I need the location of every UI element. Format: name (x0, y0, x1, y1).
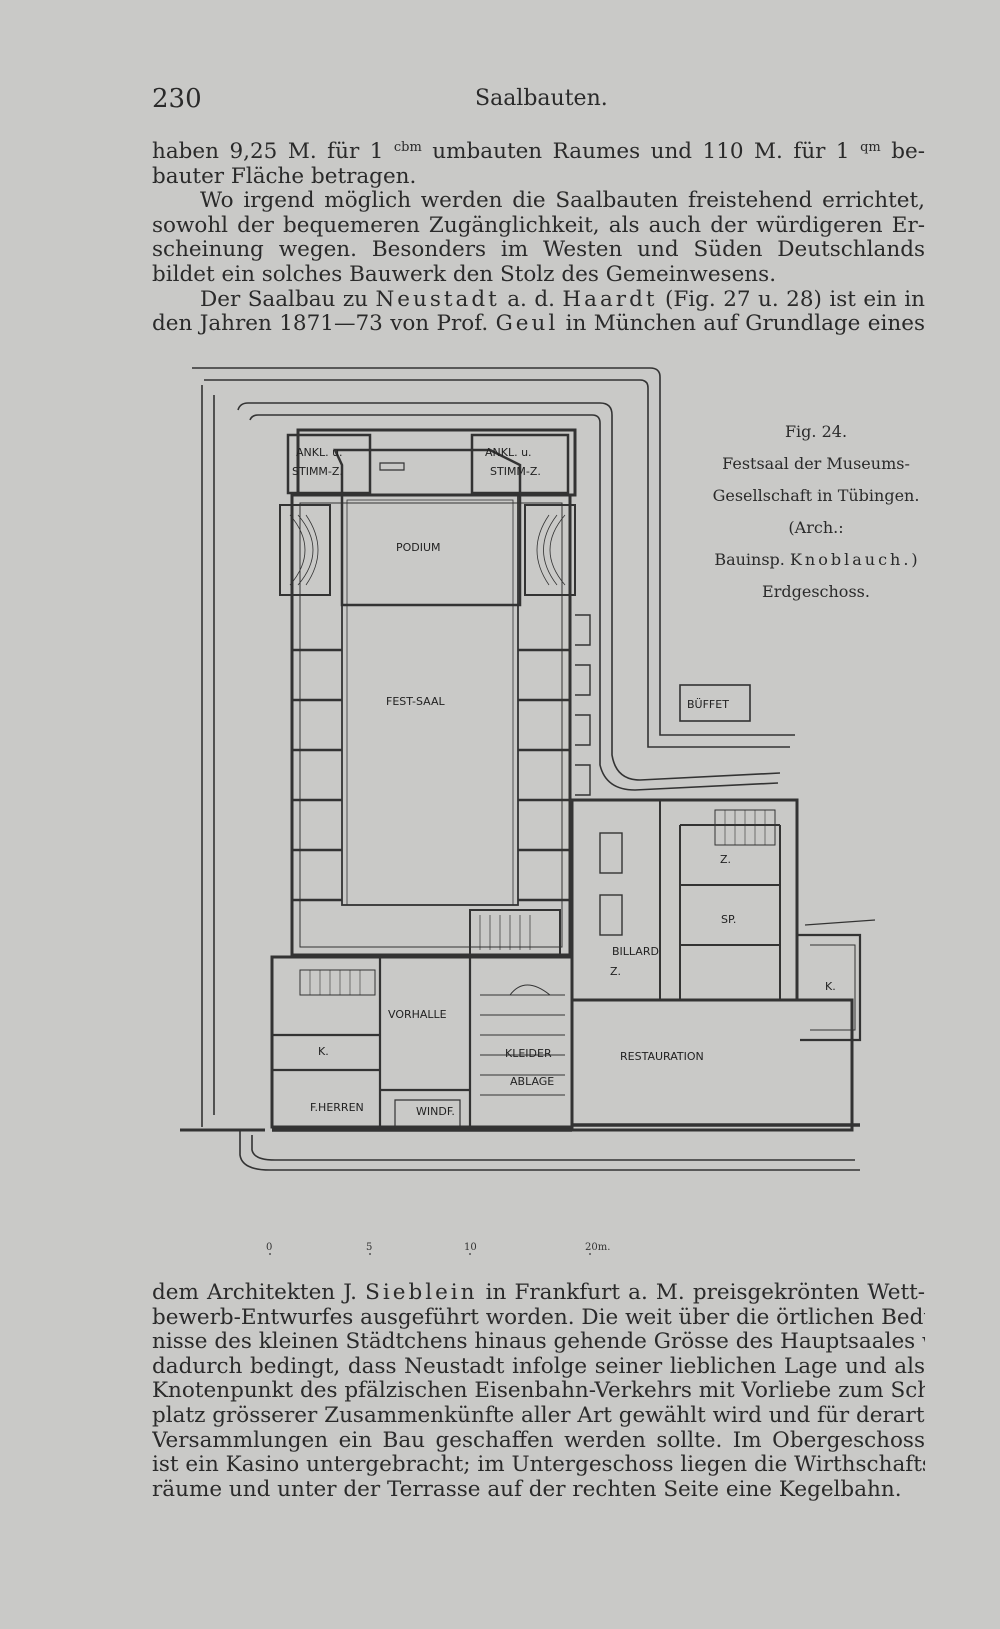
room-label: KLEIDER (505, 1047, 552, 1060)
scale-tick-label: 20m. (585, 1242, 610, 1253)
room-label: BILLARD (612, 945, 659, 958)
text-line: sowohl der bequemeren Zugänglichkeit, al… (152, 213, 925, 238)
room-label: Z. (610, 965, 621, 978)
caption-floor: Erdgeschoss. (762, 582, 870, 601)
figure-number: Fig. 24. (784, 422, 848, 441)
caption-arch-line: (Arch.: (788, 518, 844, 537)
floor-plan-figure: ANKL. u. STIMM-Z. ANKL. u. STIMM-Z. PODI… (180, 355, 900, 1255)
text-line: Der Saalbau zu Neustadt a. d. Haardt (Fi… (200, 287, 925, 312)
person-name: Sieblein (365, 1281, 478, 1305)
text-line: den Jahren 1871—73 von Prof. Geul in Mün… (152, 312, 925, 337)
text-line: bewerb-Entwurfes ausgeführt worden. Die … (152, 1305, 925, 1330)
figure-caption: Fig. 24. Festsaal der Museums- Gesellsch… (692, 416, 940, 608)
room-label: STIMM-Z. (490, 465, 541, 478)
scale-tick-label: 10 (464, 1242, 477, 1253)
caption-title-line: Festsaal der Museums- (722, 454, 910, 473)
bottom-paragraph: dem Architekten J. Sieblein in Frankfurt… (152, 1281, 925, 1502)
scale-bar (269, 1253, 591, 1255)
room-label: STIMM-Z. (292, 465, 343, 478)
architect-name: Knoblauch. (789, 550, 912, 569)
room-label: Z. (720, 853, 731, 866)
running-title: Saalbauten. (475, 86, 608, 111)
text-line: dem Architekten J. Sieblein in Frankfurt… (152, 1281, 925, 1305)
place-name: Neustadt (375, 287, 500, 312)
caption-title-line: Gesellschaft in Tübingen. (712, 486, 920, 505)
page-number: 230 (152, 84, 202, 114)
text-line: Wo irgend möglich werden die Saalbauten … (200, 189, 925, 214)
room-label: FEST-SAAL (386, 695, 445, 708)
unit-cbm: cbm (393, 140, 422, 155)
room-label: K. (825, 980, 836, 993)
top-paragraph: haben 9,25 M. für 1 cbm umbauten Raumes … (152, 140, 925, 337)
text-line: bildet ein solches Bauwerk den Stolz des… (152, 262, 777, 287)
person-name: Geul (495, 312, 559, 337)
room-label: K. (318, 1045, 329, 1058)
text-line: dadurch bedingt, dass Neustadt infolge s… (152, 1354, 925, 1379)
room-label: BÜFFET (687, 698, 729, 711)
room-label: SP. (721, 913, 736, 926)
place-name: Haardt (562, 287, 658, 312)
room-label: PODIUM (396, 541, 441, 554)
text-line: bauter Fläche betragen. (152, 164, 417, 189)
unit-qm: qm (860, 140, 881, 155)
room-label: ANKL. u. (296, 446, 343, 459)
room-label: F.HERREN (310, 1101, 364, 1114)
text-line: Versammlungen ein Bau geschaffen werden … (152, 1428, 925, 1453)
text-line: nisse des kleinen Städtchens hinaus gehe… (152, 1330, 925, 1355)
floor-plan-drawing: ANKL. u. STIMM-Z. ANKL. u. STIMM-Z. PODI… (180, 367, 876, 1255)
room-label: VORHALLE (388, 1008, 447, 1021)
text-line: haben 9,25 M. für 1 cbm umbauten Raumes … (152, 140, 925, 164)
caption-architect-line: Bauinsp. Knoblauch.) (714, 550, 918, 569)
room-label: ANKL. u. (485, 446, 532, 459)
text-line: ist ein Kasino untergebracht; im Unterge… (152, 1453, 925, 1478)
text-line: scheinung wegen. Besonders im Westen und… (152, 238, 925, 263)
text-line: räume und unter der Terrasse auf der rec… (152, 1477, 902, 1502)
scale-tick-label: 0 (266, 1242, 272, 1253)
page-header: 230 Saalbauten. (152, 84, 922, 118)
text-line: platz grösserer Zusammenkünfte aller Art… (152, 1403, 925, 1428)
scale-tick-label: 5 (366, 1242, 372, 1253)
text-line: Knotenpunkt des pfälzischen Eisenbahn-Ve… (152, 1379, 925, 1404)
room-label: WINDF. (416, 1105, 455, 1118)
room-label: ABLAGE (510, 1075, 554, 1088)
room-label: RESTAURATION (620, 1050, 704, 1063)
